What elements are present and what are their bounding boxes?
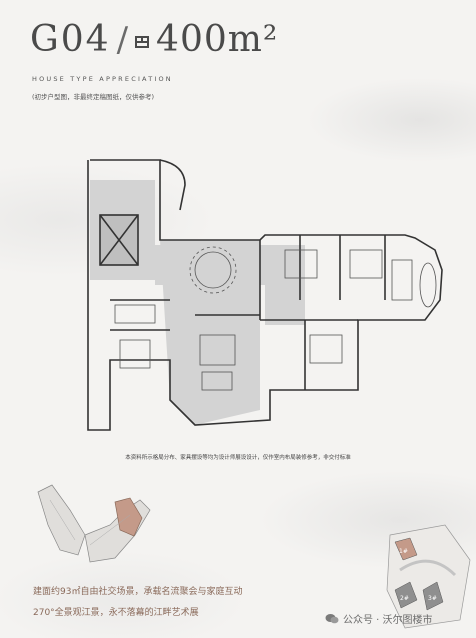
unit-code: G04 <box>30 19 111 60</box>
unit-area: 400m² <box>156 19 279 60</box>
site-label-3: 3# <box>428 595 437 602</box>
title-separator: / <box>116 20 129 60</box>
watermark: 公众号 · 沃尔图楼市 <box>325 611 433 626</box>
site-building-3 <box>422 581 444 611</box>
site-plan: 1# 2# 3# <box>386 524 471 629</box>
floor-plan-furniture <box>114 246 437 391</box>
wechat-icon <box>325 613 339 623</box>
subtitle: HOUSE TYPE APPRECIATION <box>32 75 173 83</box>
feature-river-view: 270°全景观江景，永不落幕的江畔艺术展 <box>33 608 199 618</box>
site-label-1: 1# <box>399 548 408 555</box>
floor-plan <box>87 159 443 431</box>
furniture-disclaimer: 本资料所示格局分布、家具摆设等均为设计师展设设计，仅作室内布局装修参考，非交付标… <box>125 455 351 461</box>
site-building-2 <box>394 581 418 609</box>
highlighted-unit <box>114 497 143 537</box>
floor-plan-outline <box>87 159 443 431</box>
preliminary-note: (初步户型图，非最终定稿图纸，仅供参考) <box>32 93 155 101</box>
watermark-text: 公众号 · 沃尔图楼市 <box>343 615 433 626</box>
page-title: G04 / 400m² <box>30 19 279 60</box>
floor-plan-walls-fill <box>90 180 305 425</box>
site-label-2: 2# <box>400 595 409 602</box>
site-building-1 <box>394 537 418 561</box>
key-plan <box>37 484 151 563</box>
floor-area-icon <box>135 36 150 48</box>
feature-social-space: 建面约93㎡自由社交场景，承载名流聚会与家庭互动 <box>33 587 243 597</box>
living-area <box>160 240 260 425</box>
